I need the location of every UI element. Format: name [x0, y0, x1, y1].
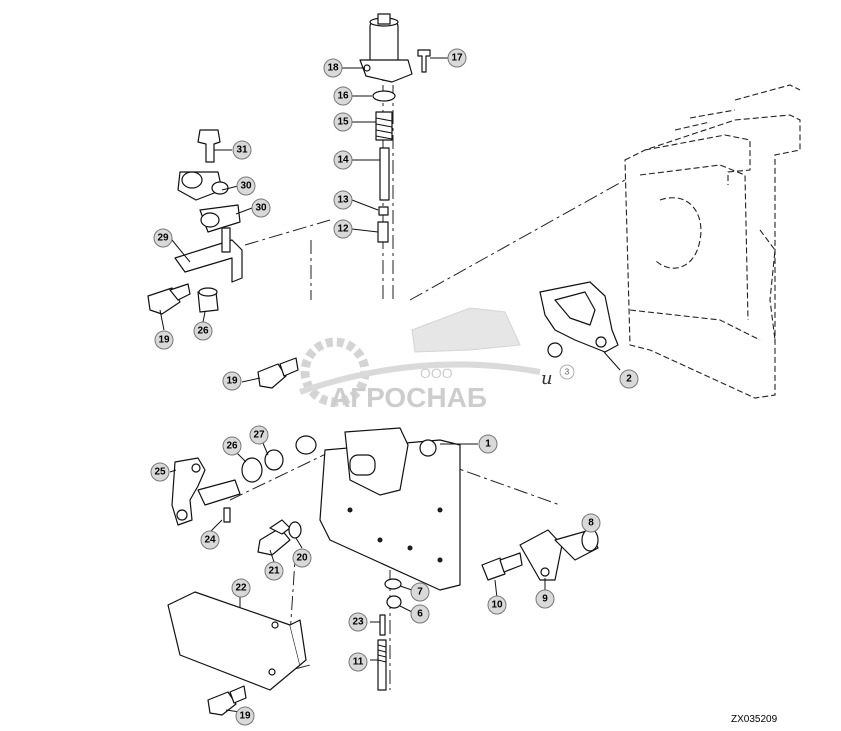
callout-label: 16 — [337, 91, 349, 102]
callout-26-bracket: 26 — [193, 321, 213, 341]
callout-label: 26 — [197, 326, 209, 337]
callout-17: 17 — [447, 48, 467, 68]
callout-7: 7 — [410, 582, 430, 602]
callout-label: 21 — [268, 566, 280, 577]
cover-part-22 — [167, 591, 307, 691]
callout-6: 6 — [410, 604, 430, 624]
callout-label: 30 — [240, 181, 252, 192]
u-index-circle: 3 — [559, 364, 575, 380]
callout-label: 30 — [255, 203, 267, 214]
callout-2: 2 — [619, 369, 639, 389]
callout-30-upper: 30 — [236, 176, 256, 196]
callout-25: 25 — [150, 462, 170, 482]
callout-13: 13 — [333, 190, 353, 210]
callout-label: 18 — [327, 63, 339, 74]
callout-19-bracket: 19 — [154, 330, 174, 350]
callout-label: 25 — [154, 467, 166, 478]
callout-label: 8 — [588, 518, 594, 529]
callout-9: 9 — [535, 589, 555, 609]
bolt-part-19-bottom — [207, 685, 247, 716]
callout-22: 22 — [231, 578, 251, 598]
callout-15: 15 — [333, 112, 353, 132]
callout-label: 2 — [626, 374, 632, 385]
callout-29: 29 — [153, 228, 173, 248]
watermark: ООО АГРОСНАБ — [299, 307, 541, 413]
callout-12: 12 — [333, 219, 353, 239]
callout-label: 19 — [226, 376, 238, 387]
callout-31: 31 — [232, 140, 252, 160]
drawing-code: ZX035209 — [731, 714, 778, 725]
callout-leaders — [159, 57, 621, 713]
main-valve-plate — [319, 427, 461, 591]
callout-label: 10 — [491, 600, 503, 611]
callout-8: 8 — [581, 513, 601, 533]
callout-label: 24 — [204, 535, 216, 546]
callout-label: 19 — [239, 711, 251, 722]
callout-18: 18 — [323, 58, 343, 78]
callout-23: 23 — [348, 612, 368, 632]
callout-label: 15 — [337, 117, 349, 128]
callout-label: 13 — [337, 195, 349, 206]
callout-label: 11 — [353, 657, 364, 668]
callout-label: 19 — [158, 335, 170, 346]
valve-stack-assembly — [359, 13, 431, 243]
callout-label: 14 — [337, 155, 349, 166]
callout-label: 20 — [296, 553, 308, 564]
callout-1: 1 — [478, 434, 498, 454]
callout-label: 31 — [236, 145, 248, 156]
callout-label: 6 — [417, 609, 423, 620]
callout-27: 27 — [249, 425, 269, 445]
right-clamp-group — [481, 528, 599, 581]
watermark-company-name: АГРОСНАБ — [330, 382, 487, 413]
callout-label: 29 — [157, 233, 169, 244]
callout-26-fitting: 26 — [222, 436, 242, 456]
transmission-housing-outline — [624, 84, 801, 399]
callout-label: 27 — [253, 430, 265, 441]
callout-24: 24 — [200, 530, 220, 550]
bracket-assembly — [147, 129, 243, 315]
callout-20: 20 — [292, 548, 312, 568]
callout-label: 22 — [235, 583, 247, 594]
bolt-part-19-middle — [257, 357, 299, 389]
callout-19-middle: 19 — [222, 371, 242, 391]
callout-label: 1 — [485, 439, 491, 450]
callout-14: 14 — [333, 150, 353, 170]
callout-11: 11 — [348, 652, 368, 672]
u-mark: u — [541, 368, 553, 389]
cover-plate-part — [539, 281, 619, 358]
callout-label: 9 — [542, 594, 548, 605]
sensor-part-21 — [257, 519, 302, 556]
callout-label: 7 — [417, 587, 423, 598]
callout-label: 12 — [337, 224, 349, 235]
callout-10: 10 — [487, 595, 507, 615]
u-index-label: 3 — [565, 368, 570, 377]
callout-30-lower: 30 — [251, 198, 271, 218]
callout-label: 17 — [451, 53, 463, 64]
callout-label: 23 — [352, 617, 364, 628]
callout-21: 21 — [264, 561, 284, 581]
watermark-prefix: ООО — [420, 365, 453, 381]
callout-label: 26 — [226, 441, 238, 452]
callout-16: 16 — [333, 86, 353, 106]
bottom-bolt-stack — [377, 578, 402, 691]
callout-19-bottom: 19 — [235, 706, 255, 726]
pipe-fitting-group — [171, 435, 317, 526]
